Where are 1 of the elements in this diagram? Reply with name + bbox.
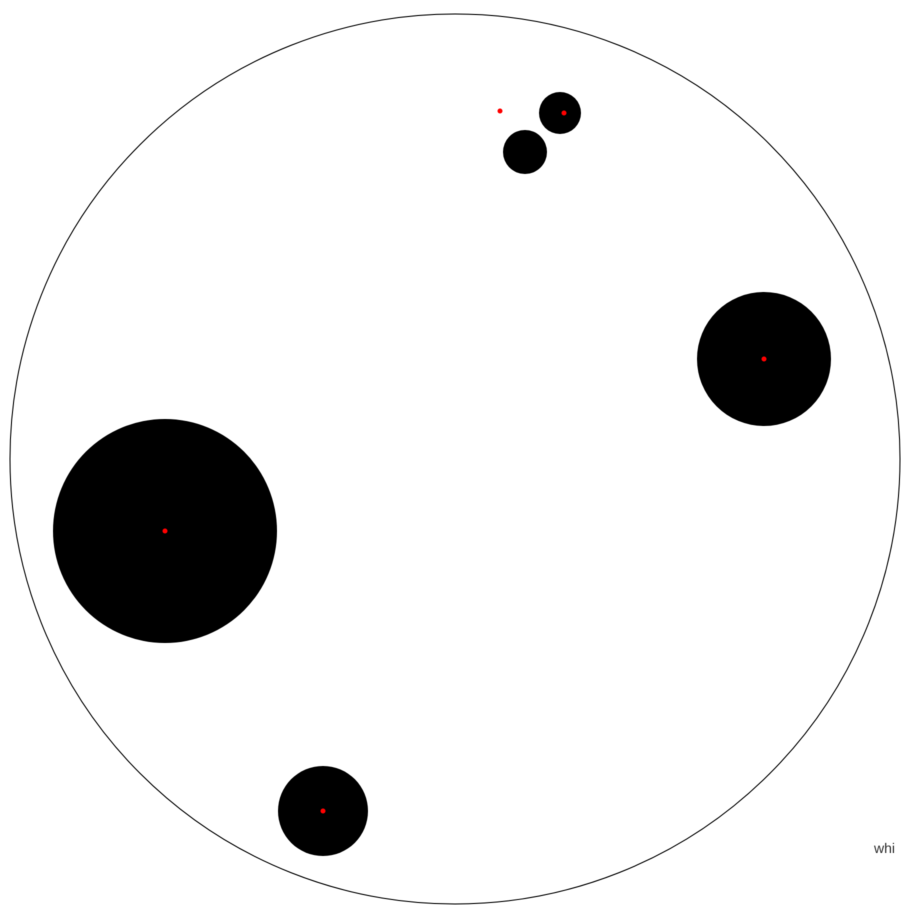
legend-text: whi: [874, 840, 896, 856]
